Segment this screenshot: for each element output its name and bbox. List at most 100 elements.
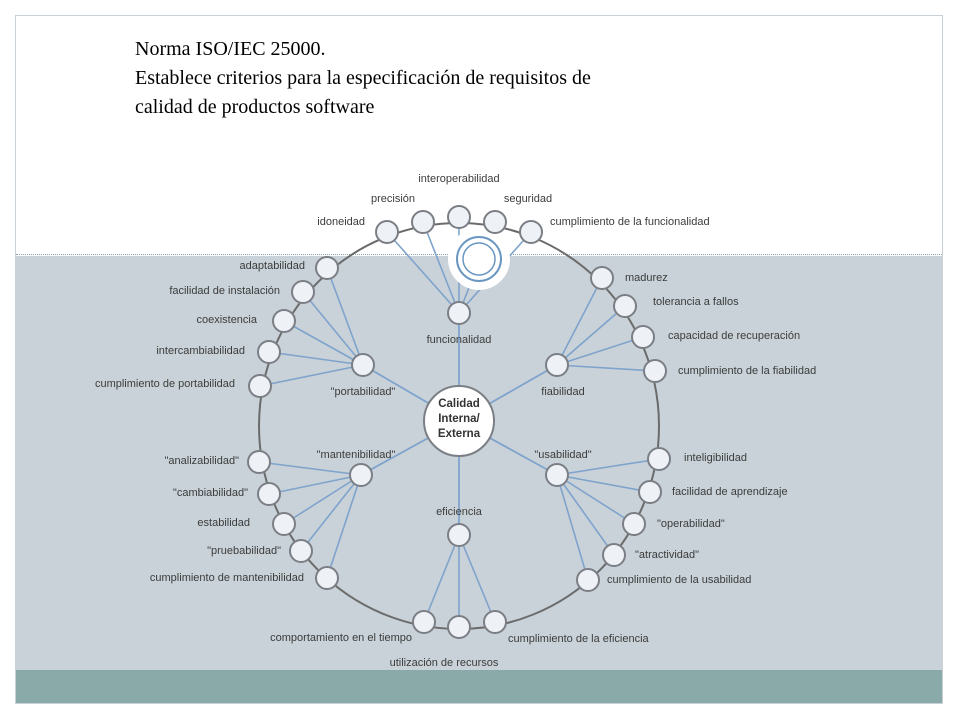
sub-node-2-0	[647, 447, 671, 471]
connector-4-4	[326, 474, 362, 579]
sub-node-1-3	[643, 359, 667, 383]
sub-label-3-1: utilización de recursos	[390, 657, 499, 669]
sub-node-5-0	[315, 256, 339, 280]
decorative-rings	[448, 228, 510, 290]
connector-4-3	[300, 474, 362, 552]
sub-label-0-1: precisión	[371, 193, 415, 205]
connector-5-3	[268, 351, 364, 366]
sub-label-4-0: "analizabilidad"	[165, 455, 240, 467]
title-line-3: calidad de productos software	[135, 96, 375, 118]
sub-node-1-2	[631, 325, 655, 349]
sub-node-5-3	[257, 340, 281, 364]
title-line-1: Norma ISO/IEC 25000.	[135, 38, 326, 60]
center-node: Calidad Interna/ Externa	[423, 385, 495, 457]
sub-label-0-4: cumplimiento de la funcionalidad	[550, 216, 710, 228]
slide: Norma ISO/IEC 25000. Establece criterios…	[15, 15, 943, 704]
sub-node-0-3	[483, 210, 507, 234]
center-label-line-1: Calidad	[438, 398, 480, 410]
deco-ring-outer	[456, 236, 502, 282]
sub-node-0-1	[411, 210, 435, 234]
sub-node-2-1	[638, 480, 662, 504]
connector-4-2	[283, 474, 362, 525]
sub-label-1-1: tolerancia a fallos	[653, 296, 739, 308]
sub-label-1-0: madurez	[625, 272, 668, 284]
center-circle	[423, 385, 495, 457]
characteristic-label-5: "portabilidad"	[331, 386, 396, 398]
sub-label-1-2: capacidad de recuperación	[668, 330, 800, 342]
connector-5-1	[302, 291, 364, 366]
characteristic-node-2	[545, 463, 569, 487]
diagram-labels: funcionalidadidoneidadprecisióninteroper…	[95, 173, 816, 669]
sub-label-5-1: facilidad de instalación	[169, 285, 280, 297]
sub-node-4-1	[257, 482, 281, 506]
connector-2-4	[556, 474, 589, 581]
characteristic-node-3	[447, 523, 471, 547]
sub-label-5-2: coexistencia	[196, 314, 257, 326]
sub-label-0-3: seguridad	[504, 193, 552, 205]
connector-1-2	[556, 336, 644, 366]
sub-label-2-4: cumplimiento de la usabilidad	[607, 574, 751, 586]
center-label-line-2: Interna/	[438, 413, 480, 425]
characteristic-label-3: eficiencia	[436, 506, 483, 518]
sub-label-1-3: cumplimiento de la fiabilidad	[678, 365, 816, 377]
sub-node-1-0	[590, 266, 614, 290]
sub-label-5-3: intercambiabilidad	[156, 345, 245, 357]
sub-label-2-3: "atractividad"	[635, 549, 699, 561]
sub-node-4-3	[289, 539, 313, 563]
title-line-2: Establece criterios para la especificaci…	[135, 67, 591, 89]
characteristic-label-1: fiabilidad	[541, 386, 584, 398]
characteristic-label-0: funcionalidad	[427, 334, 492, 346]
deco-ring-inner	[462, 242, 496, 276]
sub-node-3-2	[483, 610, 507, 634]
sub-node-3-1	[447, 615, 471, 639]
sub-node-2-4	[576, 568, 600, 592]
sub-node-4-0	[247, 450, 271, 474]
characteristic-node-1	[545, 353, 569, 377]
connector-1-0	[556, 277, 603, 366]
sub-label-4-3: "pruebabilidad"	[207, 545, 281, 557]
connector-2-1	[556, 474, 651, 493]
connector-1-1	[556, 305, 626, 366]
sub-label-2-0: inteligibilidad	[684, 452, 747, 464]
connector-2-0	[556, 458, 660, 476]
characteristic-node-0	[447, 301, 471, 325]
connector-2-3	[556, 474, 615, 556]
connector-0-1	[422, 221, 460, 314]
sub-label-5-4: cumplimiento de portabilidad	[95, 378, 235, 390]
sub-node-0-2	[447, 205, 471, 229]
sub-node-4-4	[315, 566, 339, 590]
sub-node-0-0	[375, 220, 399, 244]
quality-model-diagram: funcionalidadidoneidadprecisióninteroper…	[95, 173, 816, 669]
sub-node-1-1	[613, 294, 637, 318]
sub-label-3-2: cumplimiento de la eficiencia	[508, 633, 650, 645]
sub-label-2-1: facilidad de aprendizaje	[672, 486, 788, 498]
sub-node-5-2	[272, 309, 296, 333]
connector-3-2	[458, 534, 496, 623]
sub-node-2-3	[602, 543, 626, 567]
sub-node-4-2	[272, 512, 296, 536]
characteristic-label-4: "mantenibilidad"	[317, 449, 396, 461]
connector-5-4	[259, 364, 364, 387]
slide-upper-area	[16, 16, 942, 256]
sub-label-4-1: "cambiabilidad"	[173, 487, 248, 499]
sub-node-2-2	[622, 512, 646, 536]
connector-0-0	[386, 231, 460, 314]
connector-5-2	[283, 320, 364, 366]
characteristic-label-2: "usabilidad"	[534, 449, 591, 461]
sub-label-0-2: interoperabilidad	[418, 173, 499, 185]
sub-label-2-2: "operabilidad"	[657, 518, 725, 530]
sub-node-3-0	[412, 610, 436, 634]
sub-label-5-0: adaptabilidad	[240, 260, 305, 272]
connector-2-2	[556, 474, 635, 525]
sub-label-3-0: comportamiento en el tiempo	[270, 632, 412, 644]
connector-4-1	[268, 474, 362, 495]
connector-5-0	[326, 267, 364, 366]
characteristic-node-4	[349, 463, 373, 487]
sub-label-4-4: cumplimiento de mantenibilidad	[150, 572, 304, 584]
characteristic-node-5	[351, 353, 375, 377]
sub-node-0-4	[519, 220, 543, 244]
sub-characteristic-nodes	[247, 205, 671, 639]
connector-4-0	[258, 461, 362, 476]
connector-3-0	[423, 534, 460, 623]
connector-1-3	[556, 364, 656, 372]
